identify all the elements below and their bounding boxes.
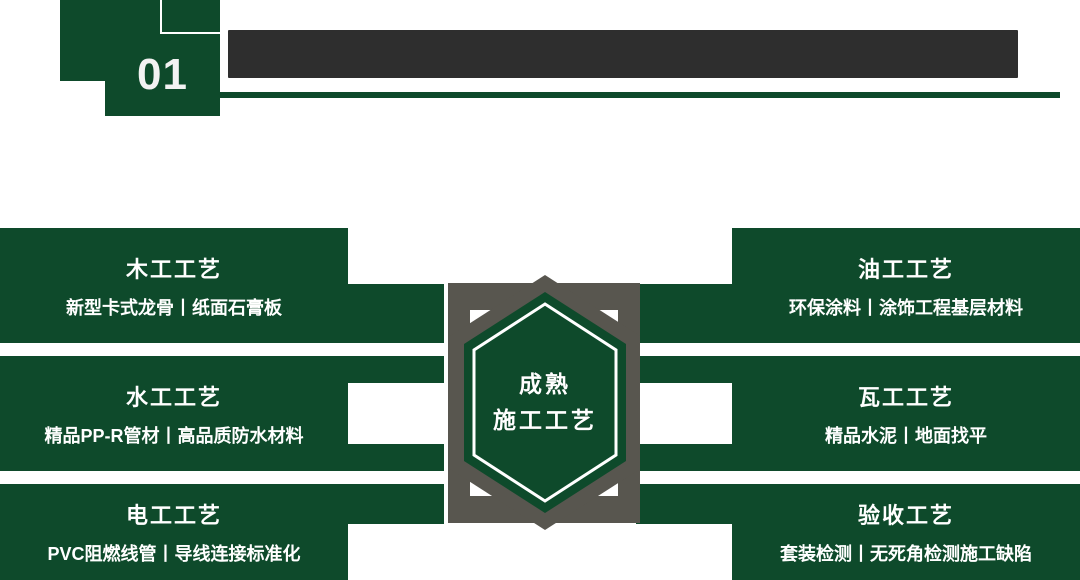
- card-subtitle: PVC阻燃线管丨导线连接标准化: [47, 544, 301, 564]
- notch-left-mid-lower: [348, 471, 444, 484]
- notch-right-mid-lower: [636, 471, 732, 484]
- connector-left-3: [348, 444, 444, 471]
- center-line-2: 施工工艺: [493, 406, 597, 433]
- card-subtitle: 环保涂料丨涂饰工程基层材料: [789, 297, 1023, 318]
- card-content: 验收工艺 套装检测丨无死角检测施工缺陷: [732, 498, 1080, 566]
- gap-right-1: [732, 343, 1080, 356]
- section-title-redacted-bar: [228, 30, 1018, 78]
- connector-right-2: [636, 356, 732, 383]
- slide-header: 01: [0, 0, 1080, 130]
- card-title: 瓦工工艺: [857, 384, 954, 410]
- header-underline-rule: [220, 92, 1060, 98]
- process-card-plumbing[interactable]: 水工工艺 精品PP-R管材丨高品质防水材料: [0, 356, 348, 471]
- card-content: 油工工艺 环保涂料丨涂饰工程基层材料: [732, 252, 1080, 320]
- process-card-woodwork[interactable]: 木工工艺 新型卡式龙骨丨纸面石膏板: [0, 228, 348, 343]
- notch-left-bottom: [348, 524, 444, 580]
- notch-right-mid-upper: [636, 383, 732, 444]
- notch-left-top: [348, 228, 444, 284]
- notch-right-bottom: [636, 524, 732, 580]
- gap-left-2: [0, 471, 348, 484]
- connector-right-1: [636, 284, 732, 343]
- card-title: 油工工艺: [857, 256, 954, 282]
- card-content: 木工工艺 新型卡式龙骨丨纸面石膏板: [0, 252, 348, 320]
- connector-right-3: [636, 444, 732, 471]
- process-card-masonry[interactable]: 瓦工工艺 精品水泥丨地面找平: [732, 356, 1080, 471]
- connector-right-4: [636, 484, 732, 524]
- card-title: 水工工艺: [125, 384, 222, 410]
- card-title: 电工工艺: [125, 503, 222, 528]
- gap-left-1: [0, 343, 348, 356]
- process-card-electrical[interactable]: 电工工艺 PVC阻燃线管丨导线连接标准化: [0, 484, 348, 580]
- notch-right-top: [636, 228, 732, 284]
- center-hexagon-icon: [450, 275, 640, 530]
- center-badge: 成熟 施工工艺: [440, 270, 650, 535]
- card-subtitle: 新型卡式龙骨丨纸面石膏板: [66, 297, 282, 318]
- center-line-1: 成熟: [519, 370, 571, 397]
- card-subtitle: 套装检测丨无死角检测施工缺陷: [780, 544, 1032, 564]
- process-card-painting[interactable]: 油工工艺 环保涂料丨涂饰工程基层材料: [732, 228, 1080, 343]
- connector-left-2: [348, 356, 444, 383]
- connector-left-1: [348, 284, 444, 343]
- section-number: 01: [137, 50, 188, 99]
- process-card-acceptance[interactable]: 验收工艺 套装检测丨无死角检测施工缺陷: [732, 484, 1080, 580]
- card-content: 电工工艺 PVC阻燃线管丨导线连接标准化: [0, 498, 348, 566]
- card-subtitle: 精品水泥丨地面找平: [825, 425, 987, 446]
- header-block-tab: [160, 0, 220, 34]
- card-subtitle: 精品PP-R管材丨高品质防水材料: [44, 425, 304, 446]
- header-block-number-plate: [105, 34, 220, 116]
- center-badge-text: 成熟 施工工艺: [440, 270, 650, 535]
- card-content: 瓦工工艺 精品水泥丨地面找平: [732, 380, 1080, 448]
- card-title: 木工工艺: [125, 256, 222, 282]
- card-title: 验收工艺: [857, 503, 954, 528]
- gap-right-2: [732, 471, 1080, 484]
- card-content: 水工工艺 精品PP-R管材丨高品质防水材料: [0, 380, 348, 448]
- connector-left-4: [348, 484, 444, 524]
- notch-left-mid-upper: [348, 383, 444, 444]
